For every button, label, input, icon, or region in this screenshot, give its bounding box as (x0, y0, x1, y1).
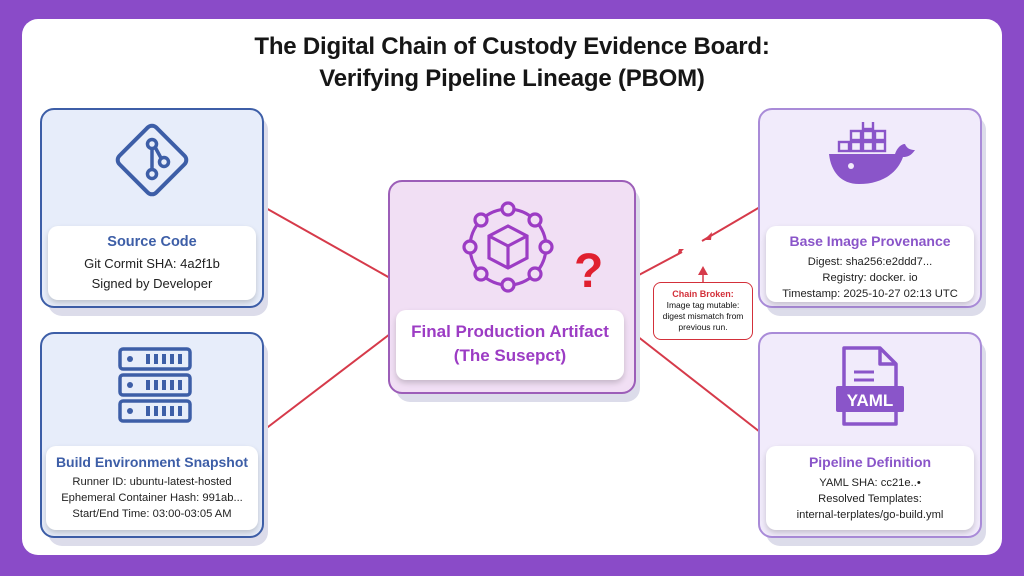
source-code-title: Source Code (107, 234, 197, 250)
build-environment-label: Build Environment Snapshot Runner ID: ub… (46, 446, 258, 530)
pipeline-templates-path: internal-terplates/go-build.yml (796, 509, 944, 521)
chain-broken-note: Chain Broken: Image tag mutable: digest … (653, 282, 753, 340)
git-branch-icon (115, 123, 189, 197)
note-pointer-arrow (698, 266, 708, 275)
build-time: Start/End Time: 03:00-03:05 AM (72, 508, 232, 520)
connector-source-artifact (263, 206, 391, 279)
page-title-line-1: The Digital Chain of Custody Evidence Bo… (254, 33, 770, 60)
source-code-label: Source Code Git Cormit SHA: 4a2f1b Signe… (48, 226, 256, 300)
connector-build-artifact (263, 333, 391, 431)
network-cube-icon (462, 201, 554, 293)
yaml-icon-text: YAML (847, 391, 894, 410)
base-image-registry: Registry: docker. io (822, 272, 918, 284)
final-artifact-subtitle: (The Susepct) (453, 346, 567, 365)
yaml-file-icon: YAML (836, 346, 904, 426)
chain-broken-line-3: previous run. (678, 322, 728, 332)
chain-broken-line-1: Image tag mutable: (666, 300, 740, 310)
pipeline-definition-label: Pipeline Definition YAML SHA: cc21e..• R… (766, 446, 974, 530)
source-code-sha: Git Cormit SHA: 4a2f1b (84, 256, 220, 271)
server-rack-icon (118, 347, 192, 423)
chain-broken-line-2: digest mismatch from (662, 311, 744, 321)
base-image-title: Base Image Provenance (789, 233, 951, 249)
connector-base-break-right (701, 206, 761, 242)
final-artifact-title: Final Production Artifact (411, 322, 609, 341)
base-image-timestamp: Timestamp: 2025-10-27 02:13 UTC (782, 288, 958, 300)
pipeline-yaml-sha: YAML SHA: cc21e..• (819, 477, 921, 489)
docker-whale-icon (829, 122, 915, 184)
base-image-label: Base Image Provenance Digest: sha256:e2d… (766, 226, 974, 302)
chain-broken-title: Chain Broken: (672, 289, 734, 299)
build-container-hash: Ephemeral Container Hash: 991ab... (61, 492, 243, 504)
final-artifact-label: Final Production Artifact (The Susepct) (396, 310, 624, 380)
pipeline-templates-label: Resolved Templates: (818, 493, 922, 505)
broken-chain-arrows (677, 232, 712, 275)
base-image-digest: Digest: sha256:e2ddd7... (807, 256, 933, 268)
page-title-line-2: Verifying Pipeline Lineage (PBOM) (319, 65, 705, 92)
build-environment-title: Build Environment Snapshot (55, 454, 249, 470)
pipeline-definition-title: Pipeline Definition (808, 454, 932, 470)
source-code-signature: Signed by Developer (91, 276, 213, 291)
build-runner-id: Runner ID: ubuntu-latest-hosted (72, 476, 232, 488)
connector-artifact-break-left (636, 251, 683, 277)
question-mark-icon: ? (574, 245, 604, 298)
connector-artifact-pipeline (636, 335, 761, 433)
